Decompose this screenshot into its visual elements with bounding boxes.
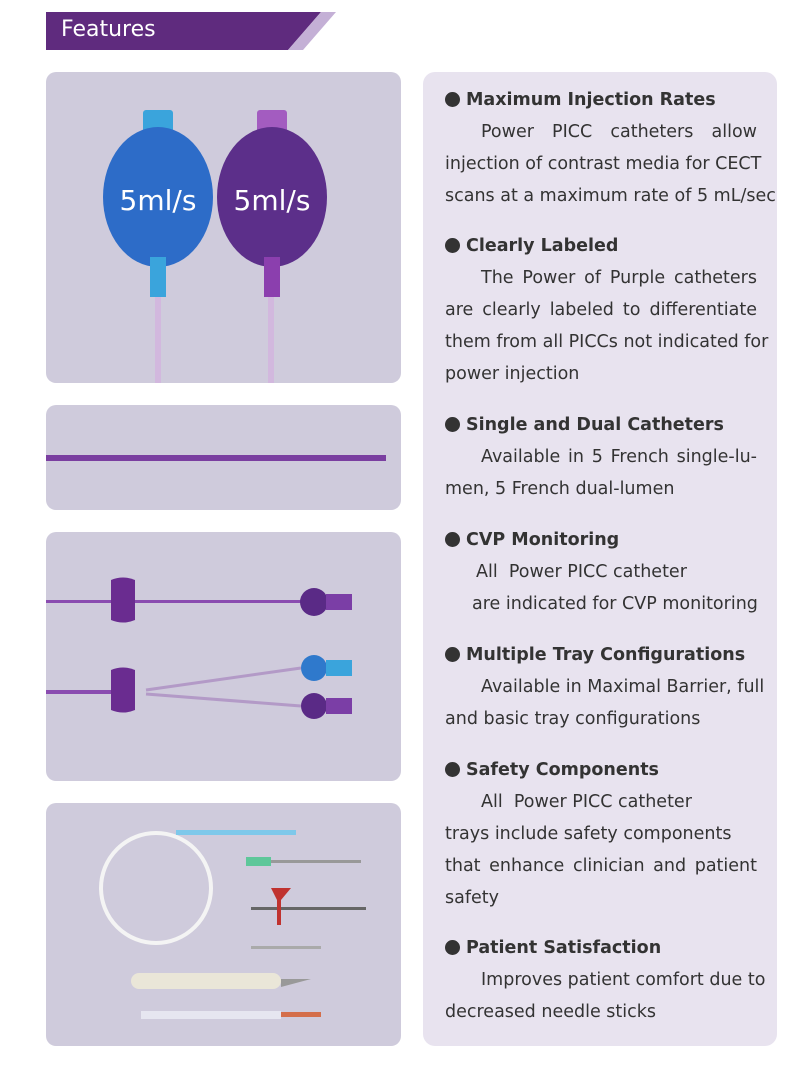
feature-item: Multiple Tray Configurations Available i…: [445, 639, 765, 735]
feature-text: power injection: [445, 364, 580, 384]
catheter-tube-image: [46, 405, 401, 510]
feature-title: Clearly Labeled: [466, 236, 619, 256]
feature-text: The Power of Purple catheters: [481, 268, 757, 288]
feature-item: Patient Satisfaction Improves patient co…: [445, 932, 766, 1028]
feature-item: CVP Monitoring All Power PICC catheter a…: [445, 524, 758, 620]
feature-text: that enhance clinician and patient: [445, 856, 757, 876]
bullet-icon: [445, 647, 460, 662]
bullet-icon: [445, 238, 460, 253]
feature-text: All Power PICC catheter: [476, 562, 687, 582]
tray-components-image: [46, 803, 401, 1046]
feature-item: Clearly Labeled The Power of Purple cath…: [445, 230, 769, 390]
feature-text: Improves patient comfort due to: [481, 970, 766, 990]
hub-label: 5ml/s: [120, 184, 197, 217]
bullet-icon: [445, 940, 460, 955]
section-title: Features: [61, 17, 156, 42]
feature-text: men, 5 French dual-lumen: [445, 479, 675, 499]
feature-text: Available in Maximal Barrier, full: [481, 677, 765, 697]
feature-text: them from all PICCs not indicated for: [445, 332, 769, 352]
feature-text: injection of contrast media for CECT: [445, 154, 762, 174]
feature-item: Maximum Injection Rates Power PICC cathe…: [445, 84, 776, 212]
feature-text: and basic tray configurations: [445, 709, 701, 729]
features-banner: Features: [46, 12, 336, 50]
feature-text: All Power PICC catheter: [481, 792, 692, 812]
bullet-icon: [445, 532, 460, 547]
feature-text: Power PICC catheters allow: [481, 122, 757, 142]
feature-item: Safety Components All Power PICC cathete…: [445, 754, 757, 914]
catheters-image: [46, 532, 401, 781]
features-panel: Maximum Injection Rates Power PICC cathe…: [423, 72, 777, 1046]
bullet-icon: [445, 92, 460, 107]
feature-text: scans at a maximum rate of 5 mL/sec: [445, 186, 776, 206]
feature-title: CVP Monitoring: [466, 530, 620, 550]
bullet-icon: [445, 417, 460, 432]
feature-text: decreased needle sticks: [445, 1002, 656, 1022]
feature-title: Multiple Tray Configurations: [466, 645, 746, 665]
feature-text: safety: [445, 888, 499, 908]
feature-title: Safety Components: [466, 760, 659, 780]
feature-item: Single and Dual Catheters Available in 5…: [445, 409, 757, 505]
feature-title: Maximum Injection Rates: [466, 90, 716, 110]
feature-text: trays include safety components: [445, 824, 732, 844]
feature-text: are clearly labeled to differentiate: [445, 300, 757, 320]
feature-text: Available in 5 French single-lu-: [481, 447, 757, 467]
hub-label: 5ml/s: [234, 184, 311, 217]
feature-title: Patient Satisfaction: [466, 938, 662, 958]
injection-hubs-image: 5ml/s 5ml/s: [46, 72, 401, 383]
feature-text: are indicated for CVP monitoring: [472, 594, 758, 614]
bullet-icon: [445, 762, 460, 777]
banner-shape: [46, 12, 336, 50]
feature-title: Single and Dual Catheters: [466, 415, 724, 435]
